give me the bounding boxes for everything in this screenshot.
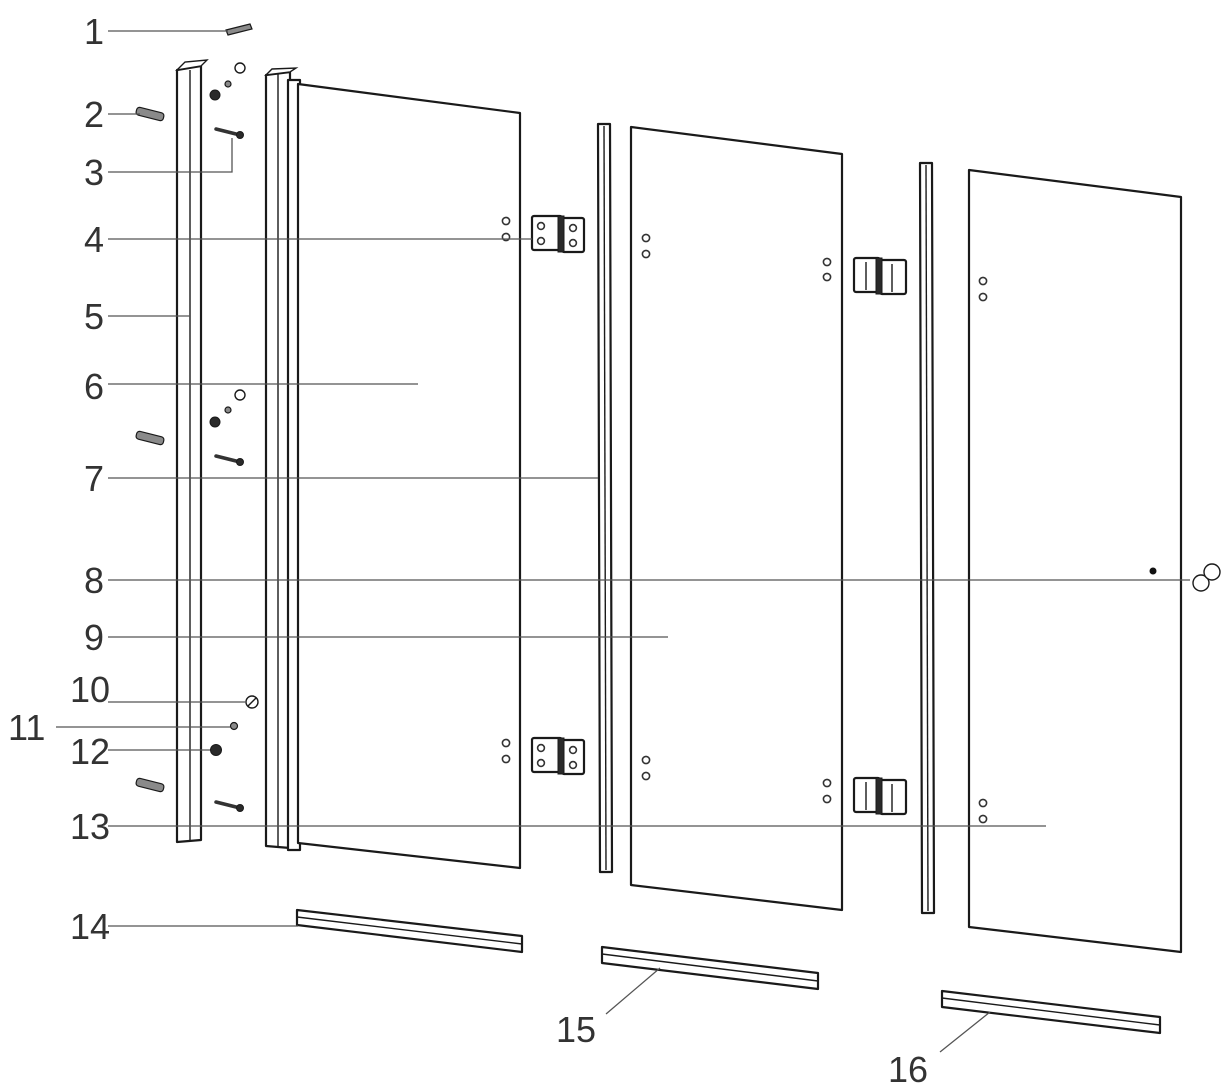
leader-lines xyxy=(56,30,1190,1053)
bottom-seal-3 xyxy=(940,989,1162,1035)
nut-top xyxy=(209,62,246,101)
screw-bottom xyxy=(214,800,244,812)
callout-15: 15 xyxy=(556,1009,596,1050)
callout-13: 13 xyxy=(70,806,110,847)
callout-16: 16 xyxy=(888,1049,928,1090)
callout-14: 14 xyxy=(70,906,110,947)
wall-plug-top xyxy=(135,106,165,122)
callout-2: 2 xyxy=(84,94,104,135)
callout-labels: 1 2 3 4 5 6 7 8 9 10 11 12 13 14 15 16 xyxy=(8,11,928,1090)
hinge-lower-1 xyxy=(530,736,586,776)
screw-middle xyxy=(214,454,244,466)
callout-11: 11 xyxy=(8,707,45,748)
callout-1: 1 xyxy=(84,11,104,52)
callout-3: 3 xyxy=(84,152,104,193)
bottom-seal-1 xyxy=(295,908,524,954)
screw-top xyxy=(214,127,244,139)
callout-5: 5 xyxy=(84,296,104,337)
glass-panel-1 xyxy=(296,82,522,870)
seal-profile-2 xyxy=(918,161,936,915)
callout-8: 8 xyxy=(84,560,104,601)
callout-10: 10 xyxy=(70,669,110,710)
callout-7: 7 xyxy=(84,458,104,499)
panel-frame-profile xyxy=(264,67,302,852)
knob-hole xyxy=(1149,567,1157,575)
wall-plug-middle xyxy=(135,430,165,446)
washer-11 xyxy=(229,721,239,731)
callout-9: 9 xyxy=(84,617,104,658)
nut-12 xyxy=(210,744,222,756)
screw-cover-part-1 xyxy=(225,23,253,36)
hinge-upper-2 xyxy=(852,256,908,296)
handle-knob xyxy=(1192,563,1221,592)
hinge-lower-2 xyxy=(852,776,908,816)
nut-middle xyxy=(209,389,246,428)
wall-profile xyxy=(174,59,209,844)
bottom-seal-2 xyxy=(600,945,820,991)
hinge-upper-1 xyxy=(530,214,586,254)
callout-12: 12 xyxy=(70,731,110,772)
seal-profile-1 xyxy=(596,122,614,874)
wall-plug-bottom xyxy=(135,777,165,793)
callout-6: 6 xyxy=(84,366,104,407)
cap-10 xyxy=(245,695,259,709)
glass-panel-2 xyxy=(629,125,844,912)
glass-panel-3 xyxy=(967,168,1183,954)
callout-4: 4 xyxy=(84,219,104,260)
